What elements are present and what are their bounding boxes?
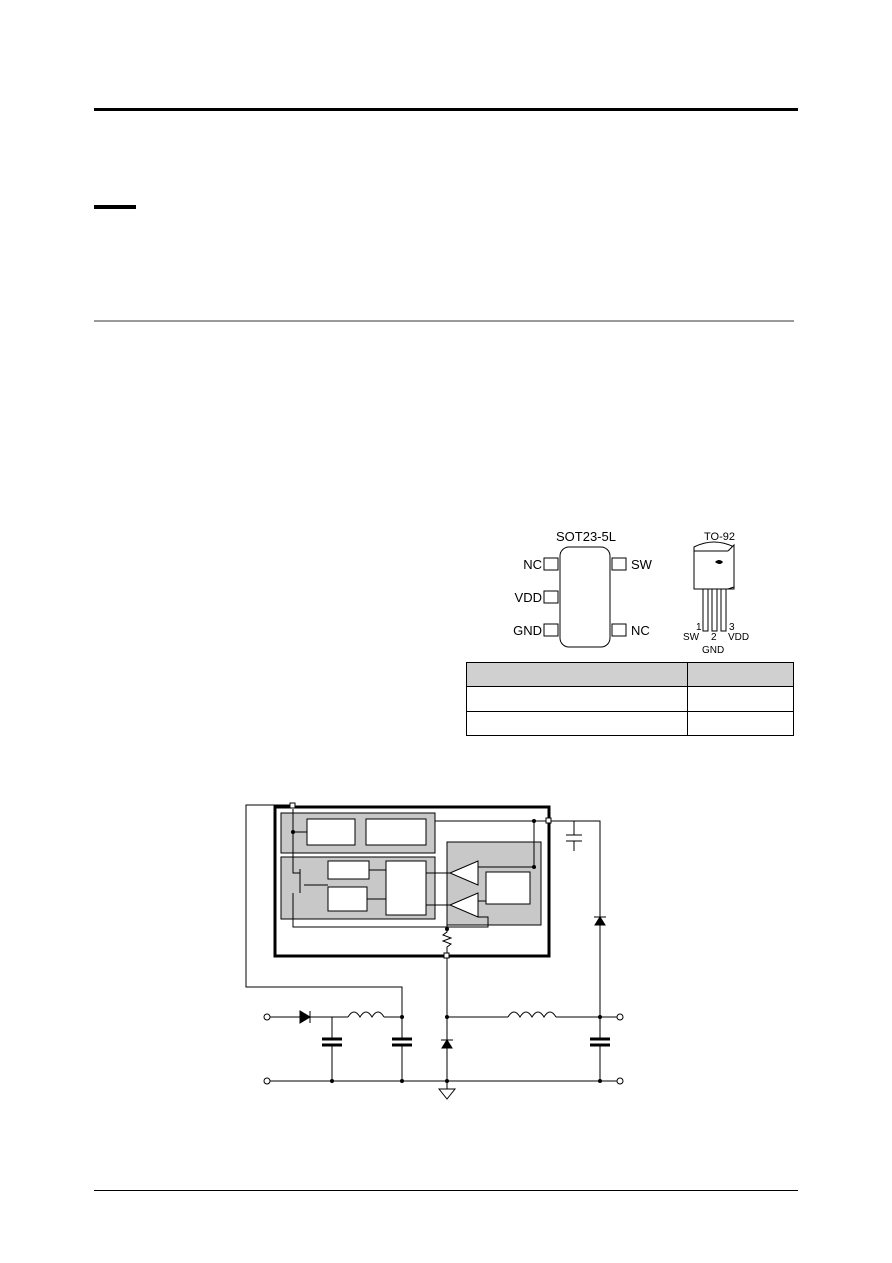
ground-symbol bbox=[437, 1088, 457, 1100]
table-row bbox=[466, 686, 794, 712]
input-inductor bbox=[347, 1011, 385, 1018]
comparator-2 bbox=[448, 892, 479, 918]
sense-resistor bbox=[441, 925, 453, 956]
sot23-pin-1 bbox=[543, 557, 559, 571]
to92-pin-number: 2 bbox=[711, 632, 717, 643]
to92-pin-name: SW bbox=[683, 632, 700, 643]
sot23-pin-3 bbox=[543, 623, 559, 637]
to92-lead-2 bbox=[711, 588, 718, 632]
table-cell bbox=[466, 710, 688, 737]
output-diode bbox=[594, 916, 606, 926]
sot23-body bbox=[559, 546, 611, 648]
block-diagram bbox=[245, 802, 624, 1100]
sot23-right-pin-label: SW bbox=[631, 557, 653, 572]
to92-lead-3 bbox=[720, 588, 727, 632]
reference-block bbox=[485, 871, 531, 905]
table-cell bbox=[466, 686, 688, 712]
to92-pin-number: 1 bbox=[696, 622, 702, 633]
to92-lead-1 bbox=[702, 588, 709, 632]
sot23-package-label: SOT23-5L bbox=[556, 529, 616, 544]
sot23-pin-5 bbox=[611, 557, 627, 571]
to92-body bbox=[693, 550, 735, 590]
table-cell bbox=[687, 710, 794, 737]
to92-body-side bbox=[727, 543, 735, 590]
sot23-pin-2 bbox=[543, 590, 559, 604]
sot23-right-pin-label: NC bbox=[631, 623, 650, 638]
sub-block-1 bbox=[306, 818, 356, 846]
header-rule bbox=[94, 108, 798, 111]
to92-top bbox=[693, 541, 735, 552]
feedback-wire bbox=[245, 804, 403, 995]
logic-block bbox=[385, 860, 427, 916]
to92-pin-name: VDD bbox=[728, 632, 749, 643]
table-cell bbox=[687, 661, 794, 688]
comparator-1 bbox=[448, 860, 479, 886]
footer-rule bbox=[94, 1190, 798, 1191]
ic-outline bbox=[273, 805, 551, 958]
table-cell bbox=[466, 661, 688, 688]
output-inductor bbox=[507, 1011, 557, 1018]
table-header-row bbox=[466, 661, 794, 688]
section-marker-rule bbox=[94, 205, 136, 209]
input-diode bbox=[299, 1010, 311, 1024]
sot23-pin-4 bbox=[611, 623, 627, 637]
sot23-left-pin-label: NC bbox=[523, 557, 542, 572]
ground-terminal-left bbox=[263, 1077, 271, 1085]
sot23-left-pin-label: VDD bbox=[515, 590, 542, 605]
ground-terminal-right bbox=[616, 1077, 624, 1085]
table-cell bbox=[687, 686, 794, 712]
sub-block-2 bbox=[365, 818, 427, 846]
sub-block-3 bbox=[327, 860, 370, 880]
input-terminal bbox=[263, 1013, 271, 1021]
output-terminal bbox=[616, 1013, 624, 1021]
pin-configuration-figure: SOT23-5L NC VDD GND SW NC TO-92 1 2 3 SW… bbox=[513, 529, 749, 656]
to92-package-label: TO-92 bbox=[704, 531, 735, 543]
sot23-left-pin-label: GND bbox=[513, 623, 542, 638]
section-divider bbox=[94, 320, 794, 322]
to92-logo bbox=[715, 560, 723, 564]
pin-table bbox=[466, 661, 794, 737]
to92-pin-number: 3 bbox=[729, 622, 735, 633]
table-row bbox=[466, 710, 794, 737]
sub-block-4 bbox=[327, 886, 368, 912]
to92-pin-name: GND bbox=[702, 645, 724, 656]
